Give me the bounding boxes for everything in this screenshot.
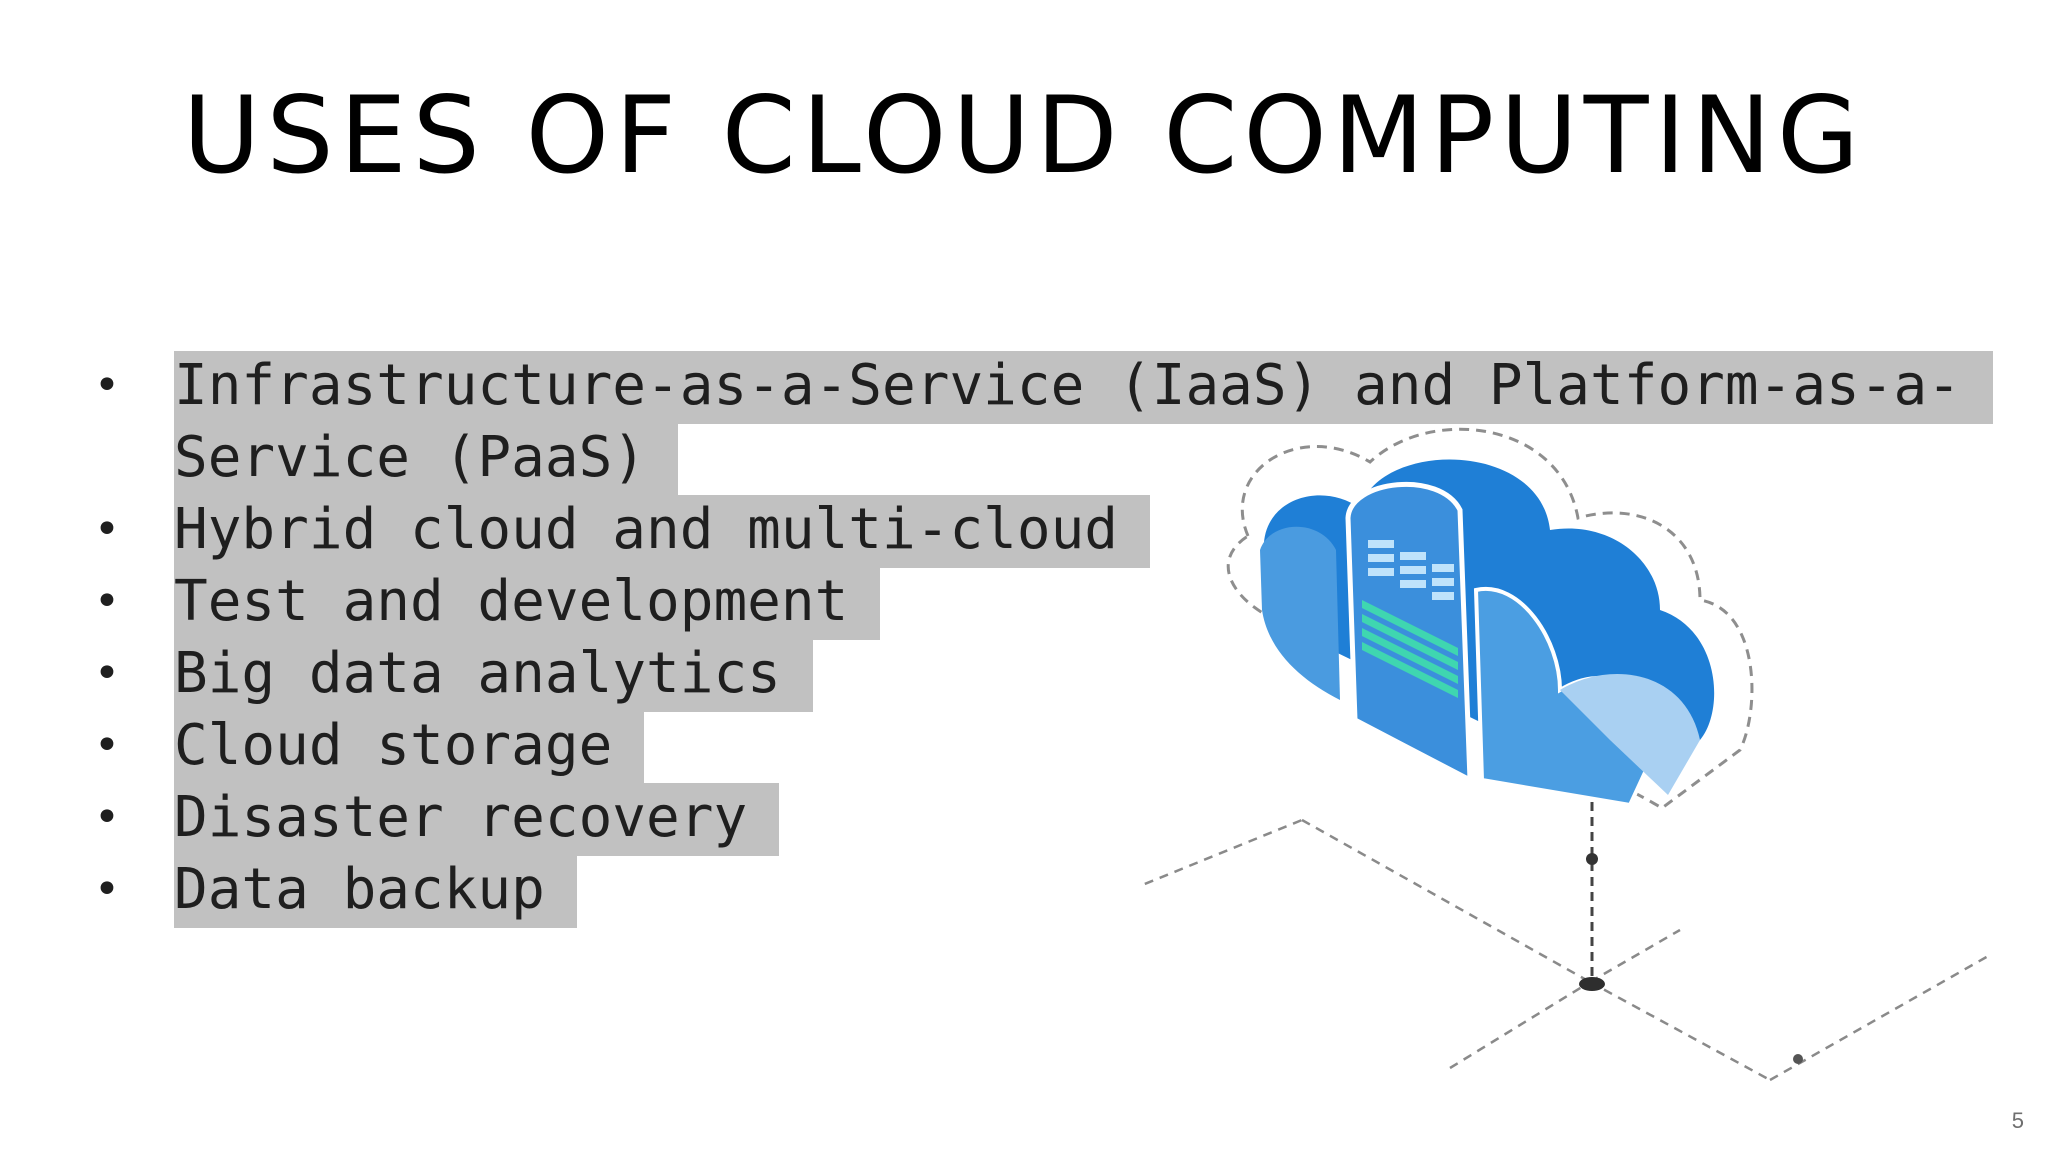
bullet-item-cloud-storage: • Cloud storage — [92, 710, 1972, 784]
server-panel-lines — [1368, 540, 1454, 600]
bullet-marker: • — [94, 720, 120, 771]
bullet-text: Big data analytics — [174, 639, 813, 712]
bullet-marker: • — [94, 864, 120, 915]
server-panel-stripes — [1362, 600, 1458, 698]
bullet-list: • Infrastructure-as-a-Service (IaaS) and… — [92, 350, 1993, 928]
bullet-marker: • — [94, 576, 120, 627]
bullet-item-iaas-paas: • Infrastructure-as-a-Service (IaaS) and… — [92, 350, 1993, 496]
bullet-item-data-backup: • Data backup — [92, 854, 1972, 928]
cloud-left-face — [1260, 526, 1340, 700]
bullet-text: Cloud storage — [174, 711, 645, 784]
bullet-item-hybrid-cloud: • Hybrid cloud and multi-cloud — [92, 494, 1972, 568]
bullet-text: Hybrid cloud and multi-cloud — [174, 495, 1151, 568]
cloud-server-icon — [1140, 427, 1991, 1082]
cloud-light-side — [1560, 674, 1700, 795]
bullet-item-disaster-recovery: • Disaster recovery — [92, 782, 1972, 856]
slide-title: USES OF CLOUD COMPUTING — [182, 74, 1866, 197]
connector-line — [1579, 772, 1803, 1064]
bullet-marker: • — [94, 648, 120, 699]
page-number: 5 — [2011, 1108, 2024, 1133]
bullet-marker: • — [94, 792, 120, 843]
bullet-item-big-data: • Big data analytics — [92, 638, 1972, 712]
bullet-text: Data backup — [174, 855, 577, 928]
bullet-item-test-development: • Test and development — [92, 566, 1972, 640]
bullet-marker: • — [94, 360, 120, 411]
bullet-marker: • — [94, 504, 120, 555]
floor-grid-lines — [1140, 818, 1991, 1082]
bullet-text: Test and development — [174, 567, 881, 640]
bullet-text: Disaster recovery — [174, 783, 780, 856]
bullet-text: Infrastructure-as-a-Service (IaaS) and P… — [174, 351, 1993, 496]
